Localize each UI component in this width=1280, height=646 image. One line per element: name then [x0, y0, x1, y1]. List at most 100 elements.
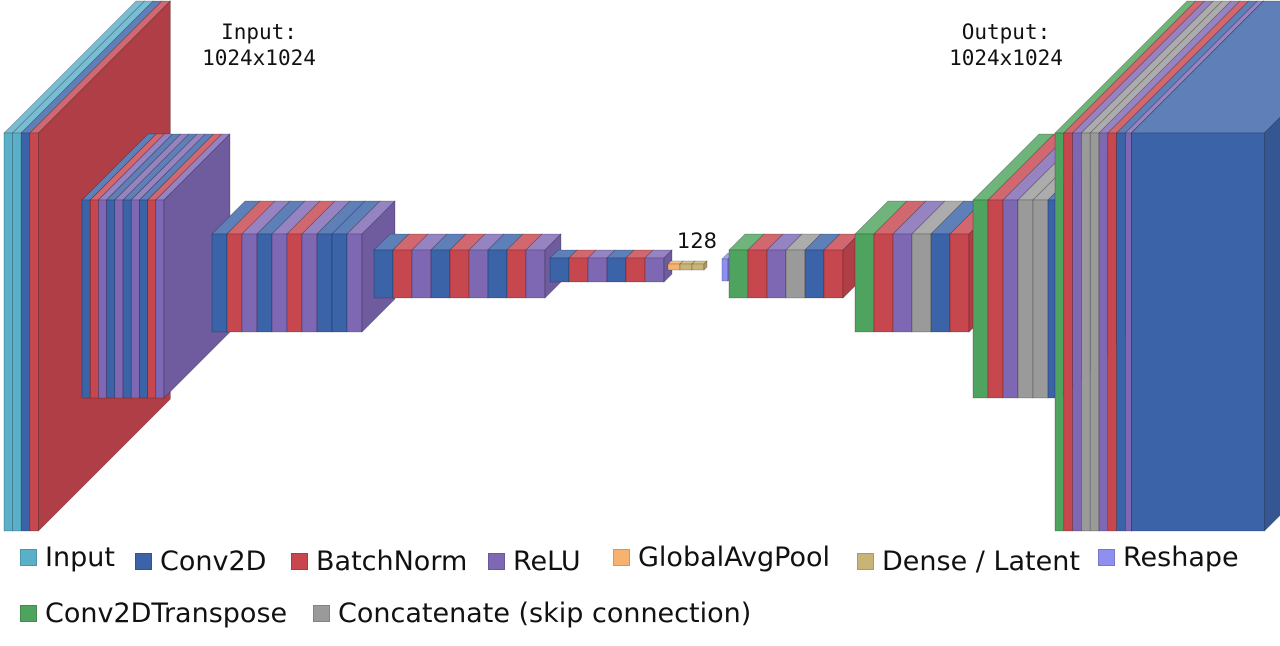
relu-layer — [130, 199, 140, 399]
legend-item-batchnorm: BatchNorm — [291, 544, 467, 580]
batchnorm-layer — [823, 249, 844, 299]
conv2d-layer — [211, 233, 228, 333]
relu-layer — [766, 249, 787, 299]
relu-layer — [301, 233, 318, 333]
conv2dtranspose-layer — [854, 233, 875, 333]
conv2d-layer — [256, 233, 273, 333]
legend-swatch — [488, 553, 505, 570]
conv2d-layer — [606, 257, 627, 283]
conv2d-layer — [930, 233, 951, 333]
relu-layer — [892, 233, 913, 333]
legend-item-concatenate: Concatenate (skip connection) — [313, 596, 751, 632]
conv2dtranspose-layer — [972, 199, 989, 399]
relu-layer — [98, 199, 107, 399]
conv2d-layer — [1131, 132, 1265, 532]
legend-item-globalavgpool: GlobalAvgPool — [613, 540, 830, 576]
batchnorm-layer — [89, 199, 99, 399]
legend-item-relu: ReLU — [488, 544, 581, 580]
relu-layer — [1125, 132, 1132, 532]
conv2d-layer — [122, 199, 132, 399]
conv2d-layer — [804, 249, 825, 299]
legend-swatch — [857, 553, 874, 570]
conv2d-layer — [373, 249, 394, 299]
conv2d-layer — [20, 132, 31, 532]
legend-label: ReLU — [513, 546, 581, 577]
legend-swatch — [20, 549, 37, 566]
conv2d-layer — [106, 199, 116, 399]
batchnorm-layer — [392, 249, 413, 299]
output-size: 1024x1024 — [949, 46, 1063, 70]
legend-swatch — [135, 553, 152, 570]
conv2d-layer — [430, 249, 451, 299]
legend-item-conv2dtranspose: Conv2DTranspose — [20, 596, 287, 632]
legend-label: Reshape — [1123, 542, 1239, 573]
architecture-diagram: Input: 1024x1024 Output: 1024x1024 128 — [3, 0, 1280, 532]
legend-label: Concatenate (skip connection) — [338, 598, 752, 629]
batchnorm-layer — [949, 233, 970, 333]
batchnorm-layer — [987, 199, 1004, 399]
batchnorm-layer — [568, 257, 589, 283]
relu-layer — [241, 233, 258, 333]
legend-item-input: Input — [20, 540, 115, 576]
batchnorm-layer — [1107, 132, 1117, 532]
batchnorm-layer — [1063, 132, 1073, 532]
concatenate-layer — [911, 233, 932, 333]
concatenate-layer — [1081, 132, 1091, 532]
relu-layer — [644, 257, 665, 283]
batchnorm-layer — [449, 249, 470, 299]
globalavgpool-layer — [667, 263, 681, 271]
relu-layer — [525, 249, 546, 299]
relu-layer — [411, 249, 432, 299]
relu-layer — [1098, 132, 1109, 532]
conv2d-layer — [331, 233, 348, 333]
conv2d-layer — [487, 249, 508, 299]
concatenate-layer — [1089, 132, 1100, 532]
legend-label: Input — [45, 542, 115, 573]
relu-layer — [468, 249, 489, 299]
dense-layer — [703, 260, 708, 271]
relu-layer — [271, 233, 288, 333]
batchnorm-layer — [226, 233, 243, 333]
relu-layer — [114, 199, 124, 399]
relu-layer — [1002, 199, 1019, 399]
concatenate-layer — [1017, 199, 1034, 399]
batchnorm-layer — [29, 132, 39, 532]
legend-label: GlobalAvgPool — [638, 542, 830, 573]
legend-swatch — [1098, 549, 1115, 566]
legend: Input Conv2D BatchNorm ReLU GlobalAvgPool Den… — [0, 536, 1280, 646]
conv2d-layer — [1116, 132, 1126, 532]
conv2dtranspose-layer — [1054, 132, 1065, 532]
batchnorm-layer — [147, 199, 157, 399]
relu-layer — [155, 199, 165, 399]
input-layer — [3, 132, 13, 532]
layer-stack — [3, 0, 1280, 532]
relu-layer — [346, 233, 363, 333]
legend-swatch — [613, 549, 630, 566]
conv2d-layer — [316, 233, 333, 333]
relu-layer — [1072, 132, 1082, 532]
dense-layer — [691, 263, 705, 271]
batchnorm-layer — [747, 249, 768, 299]
legend-item-dense: Dense / Latent — [857, 544, 1080, 580]
legend-label: Dense / Latent — [882, 546, 1080, 577]
conv2dtranspose-layer — [728, 249, 749, 299]
conv2d-layer — [139, 199, 148, 399]
reshape-layer — [721, 258, 729, 282]
batchnorm-layer — [286, 233, 303, 333]
legend-item-conv2d: Conv2D — [135, 544, 266, 580]
input-layer — [12, 132, 22, 532]
conv2d-layer — [81, 199, 91, 399]
input-size: 1024x1024 — [202, 46, 316, 70]
legend-swatch — [313, 605, 330, 622]
legend-swatch — [291, 553, 308, 570]
conv2d-layer — [549, 257, 570, 283]
legend-item-reshape: Reshape — [1098, 540, 1239, 576]
batchnorm-layer — [506, 249, 527, 299]
legend-label: BatchNorm — [316, 546, 468, 577]
batchnorm-layer — [873, 233, 894, 333]
legend-label: Conv2D — [160, 546, 267, 577]
legend-label: Conv2DTranspose — [45, 598, 288, 629]
relu-layer — [587, 257, 608, 283]
output-title: Output: — [962, 20, 1051, 44]
latent-size-label: 128 — [677, 229, 717, 253]
